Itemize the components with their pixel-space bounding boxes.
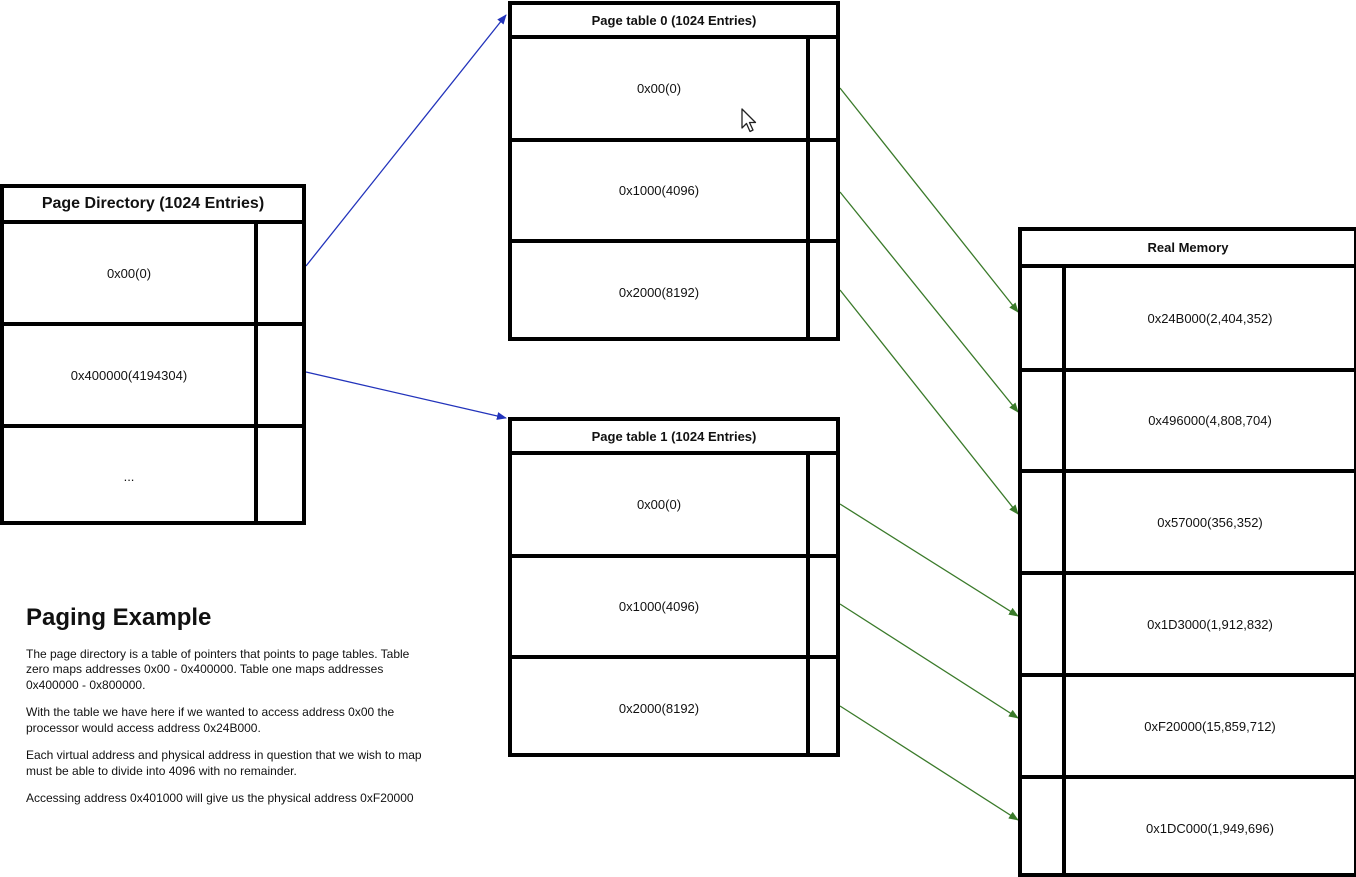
page-table-0-title: Page table 0 (1024 Entries): [512, 5, 836, 39]
arrow-pt0-entry2-to-mem2: [839, 289, 1019, 515]
entry-address: 0x00(0): [636, 497, 682, 512]
real-memory-title: Real Memory: [1022, 231, 1354, 268]
frame-address: 0xF20000(15,859,712): [1144, 718, 1276, 734]
arrow-pd-entry1-to-pt1: [305, 371, 507, 420]
arrow-pt1-entry0-to-mem3: [839, 503, 1019, 617]
page-table-entry[interactable]: 0x1000(4096): [512, 138, 836, 239]
entry-address: ...: [123, 469, 135, 484]
arrow-pt1-entry2-to-mem5: [839, 705, 1019, 821]
entry-pointer-cell: [806, 39, 840, 138]
explanation-paragraph: The page directory is a table of pointer…: [26, 646, 410, 692]
entry-address: 0x1000(4096): [618, 599, 700, 614]
mouse-cursor-icon: [741, 108, 757, 133]
page-table-1-title: Page table 1 (1024 Entries): [512, 421, 836, 455]
memory-frame[interactable]: 0x24B000(2,404,352): [1022, 268, 1354, 368]
memory-frame[interactable]: 0x1D3000(1,912,832): [1022, 571, 1354, 673]
page-directory-title: Page Directory (1024 Entries): [4, 188, 302, 224]
page-table-1[interactable]: Page table 1 (1024 Entries) 0x00(0) 0x10…: [508, 417, 840, 757]
explanation-heading: Paging Example: [26, 604, 212, 631]
entry-pointer-cell: [254, 326, 306, 424]
page-table-entry[interactable]: 0x2000(8192): [512, 239, 836, 341]
real-memory[interactable]: Real Memory 0x24B000(2,404,352) 0x496000…: [1018, 227, 1356, 877]
frame-address: 0x496000(4,808,704): [1148, 413, 1272, 428]
entry-address: 0x1000(4096): [618, 183, 700, 198]
arrow-pt0-entry0-to-mem0: [839, 87, 1019, 313]
page-table-0[interactable]: Page table 0 (1024 Entries) 0x00(0) 0x10…: [508, 1, 840, 341]
page-directory-entry[interactable]: ...: [4, 424, 302, 525]
explanation-paragraph: Accessing address 0x401000 will give us …: [26, 791, 414, 806]
frame-address: 0x24B000(2,404,352): [1147, 310, 1273, 326]
page-directory[interactable]: Page Directory (1024 Entries) 0x00(0) 0x…: [0, 184, 306, 525]
arrow-pt1-entry1-to-mem4: [839, 603, 1019, 719]
page-table-entry[interactable]: 0x1000(4096): [512, 554, 836, 655]
frame-flag-cell: [1022, 268, 1066, 368]
entry-address: 0x2000(8192): [618, 700, 700, 716]
arrow-pt0-entry1-to-mem1: [839, 191, 1019, 413]
entry-pointer-cell: [254, 224, 306, 322]
frame-address: 0x1DC000(1,949,696): [1146, 820, 1274, 836]
explanation-paragraph: With the table we have here if we wanted…: [26, 705, 395, 735]
page-table-entry[interactable]: 0x00(0): [512, 39, 836, 138]
memory-frame[interactable]: 0x57000(356,352): [1022, 469, 1354, 571]
memory-frame[interactable]: 0x496000(4,808,704): [1022, 368, 1354, 469]
memory-frame[interactable]: 0x1DC000(1,949,696): [1022, 775, 1354, 877]
frame-flag-cell: [1022, 372, 1066, 469]
page-table-entry[interactable]: 0x00(0): [512, 455, 836, 554]
entry-address: 0x00(0): [636, 81, 682, 96]
page-directory-entry[interactable]: 0x00(0): [4, 224, 302, 322]
frame-flag-cell: [1022, 473, 1066, 571]
frame-flag-cell: [1022, 677, 1066, 775]
entry-address: 0x00(0): [106, 265, 152, 281]
entry-address: 0x2000(8192): [618, 284, 700, 300]
entry-pointer-cell: [806, 142, 840, 239]
explanation-paragraph: Each virtual address and physical addres…: [26, 748, 422, 778]
entry-pointer-cell: [806, 243, 840, 341]
memory-frame[interactable]: 0xF20000(15,859,712): [1022, 673, 1354, 775]
arrow-pd-entry0-to-pt0: [305, 14, 507, 267]
entry-address: 0x400000(4194304): [70, 367, 188, 383]
entry-pointer-cell: [806, 659, 840, 757]
entry-pointer-cell: [806, 558, 840, 655]
paging-explanation[interactable]: Paging Example The page directory is a t…: [26, 604, 426, 819]
page-table-entry[interactable]: 0x2000(8192): [512, 655, 836, 757]
entry-pointer-cell: [254, 428, 306, 525]
entry-pointer-cell: [806, 455, 840, 554]
frame-address: 0x57000(356,352): [1157, 514, 1263, 530]
frame-flag-cell: [1022, 779, 1066, 877]
frame-address: 0x1D3000(1,912,832): [1147, 616, 1273, 632]
page-directory-entry[interactable]: 0x400000(4194304): [4, 322, 302, 424]
frame-flag-cell: [1022, 575, 1066, 673]
